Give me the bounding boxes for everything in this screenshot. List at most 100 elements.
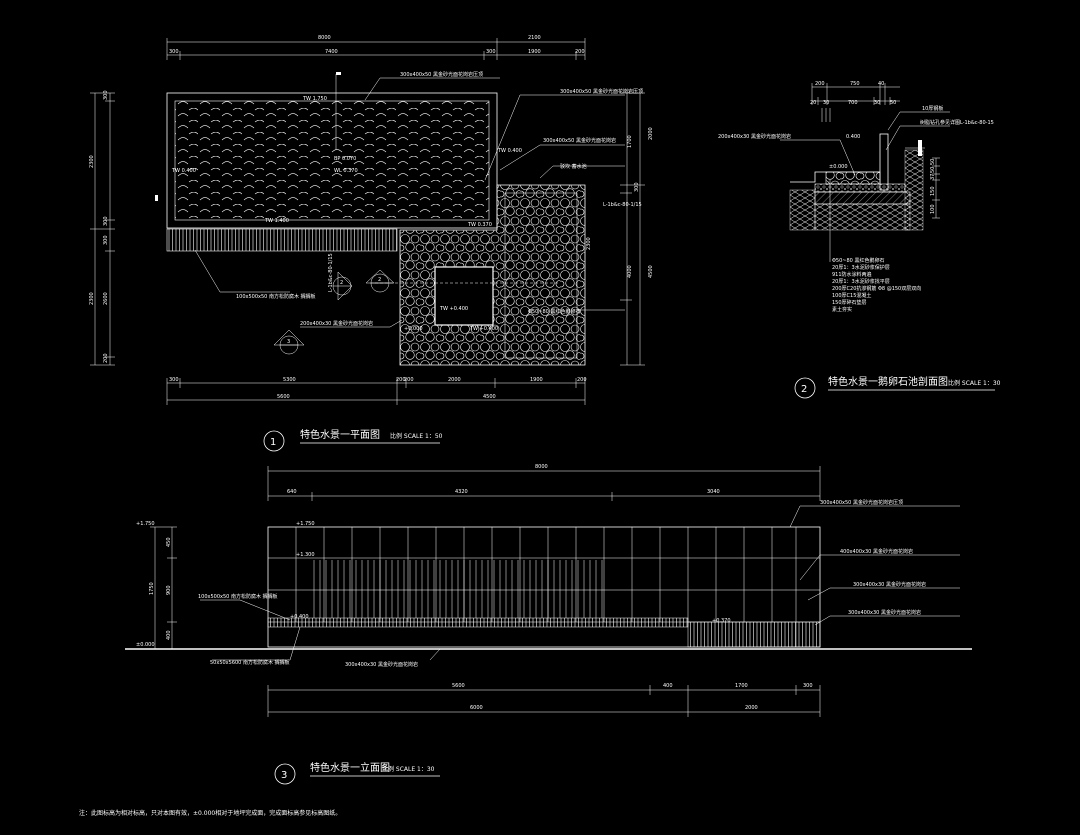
- dim-top-part-2: 300: [486, 49, 496, 55]
- section-concrete: [814, 191, 911, 205]
- sec-layer-4: 200厚C20抗渗钢筋 Φ8 @150双层双向: [832, 285, 921, 292]
- section-dims-top: 200 750 40 20 30 700 30 50: [810, 81, 900, 106]
- sec-layer-1: 20厚1：3水泥砂浆保护层: [832, 264, 890, 271]
- dim-right-2: 300: [634, 182, 640, 192]
- plan-note-1: 300x400x50 黑金砂光面花岗岩压顶: [560, 88, 643, 95]
- sec-elev-1: ±0.000: [829, 164, 848, 170]
- elev-wall: [267, 526, 821, 648]
- dim-top-total-0: 8000: [318, 35, 331, 41]
- sec-note-right-0: 10厚钢板: [922, 105, 943, 112]
- dim-top-part-1: 7400: [325, 49, 338, 55]
- plan-note-5: 100x500x50 南方松防腐木 搁搁板: [236, 293, 316, 300]
- sec-layer-5: 100厚C15混凝土: [832, 292, 871, 299]
- plan-elevation-tags: TW 1.750 TW 0.400 BP 0.070 WL 0.370 TW 0…: [171, 96, 522, 332]
- sec-dim-top-0: 200: [815, 81, 825, 87]
- section-marker-b-num: 2: [378, 277, 381, 283]
- sec-note-left: 200x400x30 黑金砂光面花岗岩: [718, 133, 791, 140]
- plan-title: 特色水景一平面图: [300, 428, 380, 441]
- dim-bot-part-3: 200: [404, 377, 414, 383]
- dim-top-part-4: 200: [575, 49, 585, 55]
- pebble-inner-border: [504, 192, 578, 359]
- dim-top-part-0: 300: [169, 49, 179, 55]
- dim-bot-part-0: 300: [169, 377, 179, 383]
- elev-note-right-1: 400x400x30 黑金砂光面花岗岩: [840, 548, 913, 555]
- elev-level-0: +1.750: [136, 521, 155, 527]
- footer-note: 注：此图标高为相对标高，只对本图有效，±0.000相对于地坪完成面，完成面标高参…: [79, 809, 341, 817]
- sec-layer-2: 911防水涂料两遍: [832, 271, 872, 278]
- plan-dims-right: 2000 1700 300 2300 4000 4500: [586, 92, 654, 366]
- elev-note-right-3: 300x400x30 黑金砂光面花岗岩: [848, 609, 921, 616]
- plan-title-block: 1 特色水景一平面图 比例 SCALE 1：50: [263, 428, 443, 452]
- sec-dim-top-4: 30: [823, 100, 829, 106]
- elev-dim-total: 8000: [535, 464, 548, 470]
- elev-note-right-0: 300x400x50 黑金砂光面花岗岩压顶: [820, 499, 903, 506]
- section-marker-c: 3: [273, 329, 305, 355]
- elev-right-fence: [687, 621, 821, 648]
- elev-dim-left-1: 900: [166, 585, 172, 595]
- plan-note-8: L-1b&c-80-1/15: [328, 253, 334, 292]
- elevation-view: 8000 640 4320 3040: [125, 464, 972, 785]
- elev-dim-bot-0: 5600: [452, 683, 465, 689]
- section-soil: [789, 189, 816, 231]
- elev-water-curtain: [313, 560, 603, 618]
- sec-dim-top-1: 750: [850, 81, 860, 87]
- elev-dims-top: 8000 640 4320 3040: [267, 464, 821, 501]
- elev-dims-left: 450 900 400 1750: [149, 526, 177, 650]
- pool-water: [174, 100, 490, 221]
- plan-dims-top: 8000 2100 300 7400 300 1900 200: [166, 35, 586, 60]
- section-right-soil: [904, 149, 924, 231]
- dim-left-6: 200: [103, 353, 109, 363]
- dim-right-3: 2300: [586, 237, 592, 250]
- sec-dim-right-4: 100: [930, 204, 936, 214]
- section-pebble-layer: [825, 171, 881, 185]
- elevation-title-block: 3 特色水景一立面图 比例 SCALE 1：30: [274, 761, 440, 785]
- section-title-num: 2: [801, 384, 807, 395]
- elev-dim-part-1: 4320: [455, 489, 468, 495]
- section-marker-a-num: 2: [340, 280, 343, 286]
- elev-note-left-0: 100x500x50 南方松防腐木 搁搁板: [198, 593, 278, 600]
- elev-dim-bot-2: 1700: [735, 683, 748, 689]
- section-scale: 比例 SCALE 1：30: [948, 379, 1001, 387]
- section-title-block: 2 特色水景一鹅卵石池剖面图 比例 SCALE 1：30: [794, 375, 1001, 399]
- sec-dim-top-2: 40: [878, 81, 884, 87]
- plan-note-4: L-1b&c-80-1/15: [603, 202, 642, 208]
- pool-outline: [166, 92, 498, 229]
- section-wall-coping: [879, 133, 889, 191]
- plan-view: 8000 2100 300 7400 300 1900 200 300 5300…: [89, 35, 654, 452]
- plan-note-6: 200x400x30 黑金砂光面花岗岩: [300, 320, 373, 327]
- dim-left-5: 2600: [103, 292, 109, 305]
- elevation-scale: 比例 SCALE 1：30: [382, 765, 435, 773]
- elev-dim-bot-3: 300: [803, 683, 813, 689]
- section-dims-right: 50 50 37 150 100: [930, 157, 940, 219]
- dim-right-4: 4000: [627, 265, 633, 278]
- elev-tag-7: TW +0.400: [439, 306, 468, 312]
- dim-left-2: 300: [103, 216, 109, 226]
- sec-layer-3: 20厚1：3水泥砂浆找平层: [832, 278, 890, 285]
- elev-deck: [267, 617, 689, 628]
- sec-layer-0: Φ50~80 黑红色鹅卵石: [832, 257, 884, 264]
- elev-dim-bot-total-0: 6000: [470, 705, 483, 711]
- section-marker-a: 2: [332, 271, 353, 301]
- elevation-title-num: 3: [281, 770, 287, 781]
- dim-bot-part-2: 200: [396, 377, 406, 383]
- elev-dim-part-0: 640: [287, 489, 297, 495]
- dim-left-0: 300: [103, 90, 109, 100]
- dim-bot-part-1: 5300: [283, 377, 296, 383]
- elev-tag-5: TW 1.400: [264, 218, 289, 224]
- plan-dims-bottom: 300 5300 200 200 2000 1900 200 5600 4500: [166, 377, 587, 405]
- elev-tag-4: TW 0.400: [497, 148, 522, 154]
- elev-dim-bot-total-1: 2000: [745, 705, 758, 711]
- elev-level-4: ±0.000: [136, 642, 155, 648]
- dim-top-total-1: 2100: [528, 35, 541, 41]
- dim-bot-part-5: 1900: [530, 377, 543, 383]
- elev-level-2: +1.300: [296, 552, 315, 558]
- elev-dim-bot-1: 400: [663, 683, 673, 689]
- dim-left-3: 300: [103, 235, 109, 245]
- elev-dims-bottom: 5600 400 1700 300 6000 2000: [267, 683, 821, 717]
- elev-note-bottom: 300x400x30 黑金砂光面花岗岩: [345, 661, 418, 668]
- section-layers: Φ50~80 黑红色鹅卵石 20厚1：3水泥砂浆保护层 911防水涂料两遍 20…: [832, 257, 921, 313]
- plan-notes: 300x400x50 黑金砂光面花岗岩压顶 300x400x50 黑金砂光面花岗…: [194, 71, 643, 328]
- elev-tag-1: TW 0.400: [171, 168, 196, 174]
- elev-tag-6: TW 0.370: [467, 222, 492, 228]
- plan-dims-left: 300 2300 300 300 2300 2600 200: [89, 90, 115, 366]
